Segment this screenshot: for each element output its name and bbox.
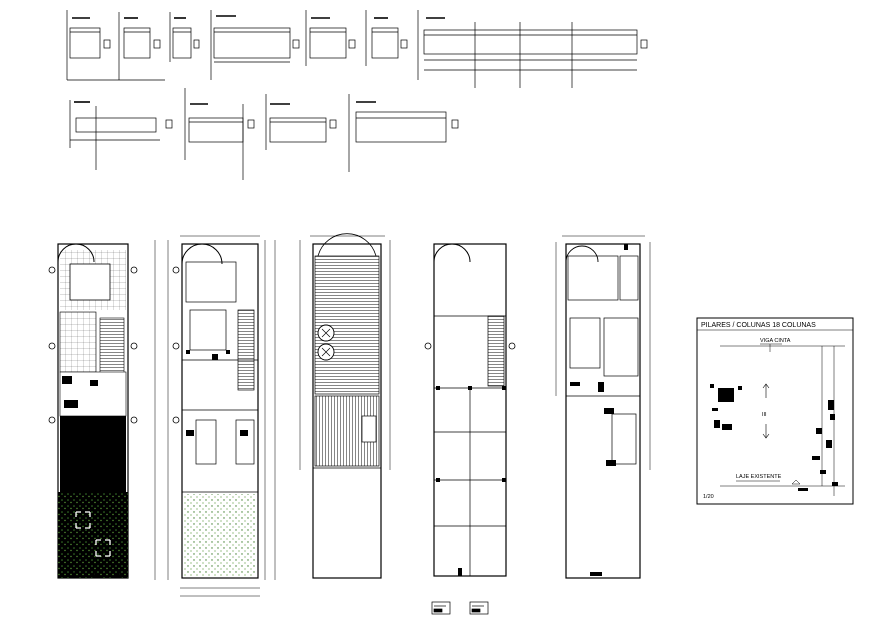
legend-symbols — [431, 601, 489, 615]
panel-title: PILARES / COLUNAS 18 COLUNAS — [701, 322, 816, 329]
section-detail-4 — [210, 10, 300, 80]
first-floor-plan — [154, 235, 276, 597]
dimension-mark: III — [762, 412, 767, 418]
section-detail-7 — [417, 10, 648, 88]
section-detail-10 — [265, 94, 337, 150]
section-detail-2 — [118, 12, 161, 80]
section-detail-3 — [169, 12, 200, 62]
section-details-row-1 — [66, 10, 648, 88]
slab-label: LAJE EXISTENTE — [736, 474, 782, 480]
roof-plan — [299, 233, 391, 579]
scale-label: 1/20 — [703, 494, 714, 500]
column-detail-panel: PILARES / COLUNAS 18 COLUNAS VIGA CINTA … — [696, 317, 854, 505]
ground-floor-plan — [48, 243, 138, 579]
section-detail-8 — [69, 100, 173, 170]
section-detail-9 — [184, 88, 255, 180]
section-details-row-2 — [69, 88, 459, 180]
beam-layout-plan — [555, 235, 651, 579]
section-detail-6 — [365, 10, 408, 66]
section-detail-5 — [305, 10, 356, 66]
section-detail-11 — [348, 94, 459, 172]
column-layout-plan — [424, 243, 516, 577]
water-tank-icon — [317, 324, 335, 361]
beam-label: VIGA CINTA — [760, 338, 791, 344]
section-detail-1 — [66, 10, 165, 81]
